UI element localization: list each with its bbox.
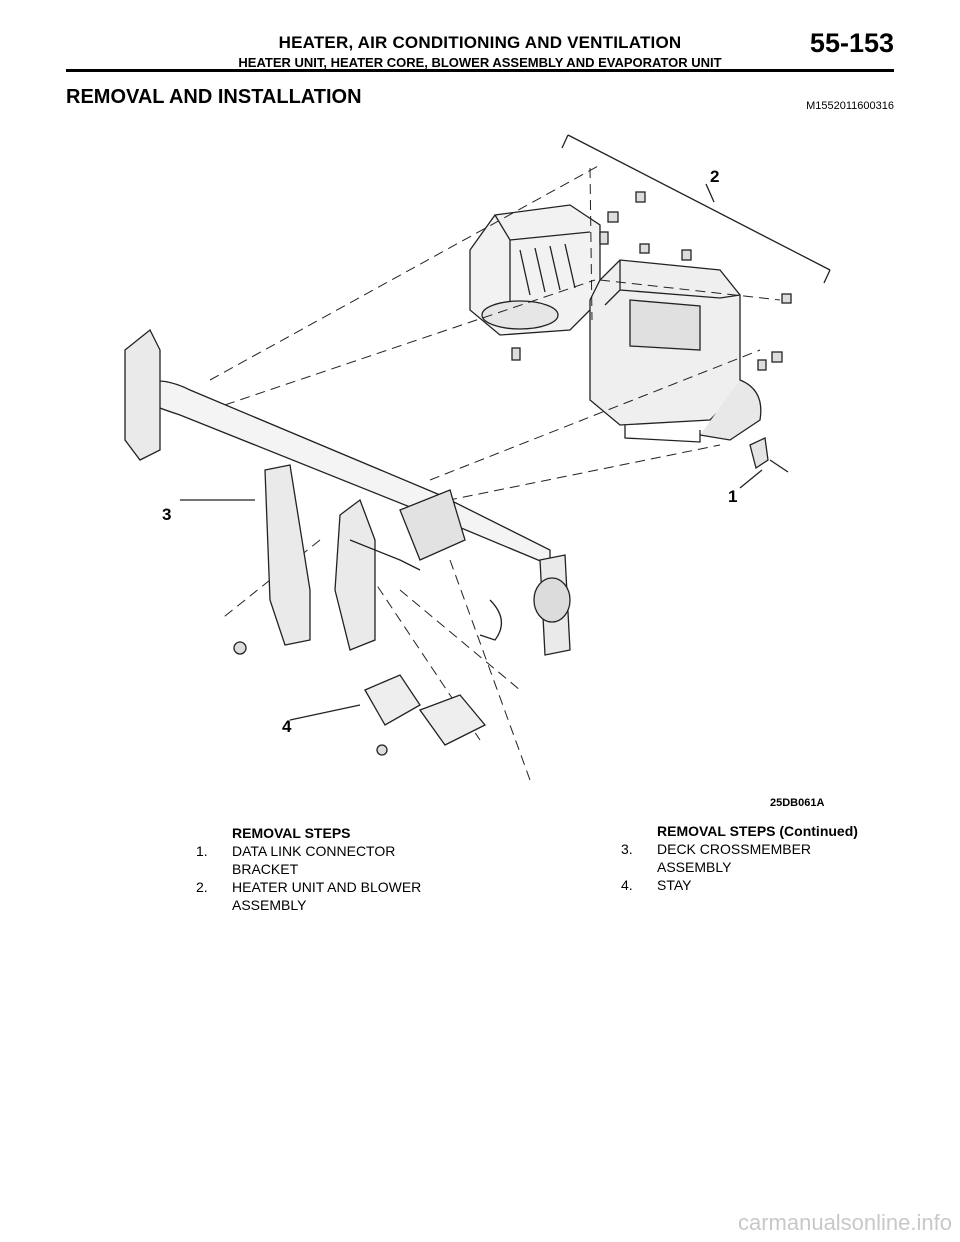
watermark: carmanualsonline.info <box>737 1210 952 1235</box>
heater-unit <box>589 259 762 443</box>
callout-2-bracket <box>567 134 831 271</box>
page-number: 55-153 <box>809 28 894 58</box>
callout-4-label: 4 <box>282 717 292 736</box>
removal-steps-continued: REMOVAL STEPS (Continued) 3. DECK CROSSM… <box>621 822 887 894</box>
exploded-view-diagram: 2 1 3 4 <box>124 134 831 781</box>
callout-1-leader <box>739 469 763 489</box>
step-text: STAY <box>657 877 692 893</box>
section-title: REMOVAL AND INSTALLATION <box>66 86 362 108</box>
step-number: 3. <box>621 841 633 857</box>
list-item: 1. DATA LINK CONNECTOR BRACKET <box>196 842 462 878</box>
step-number: 2. <box>196 879 208 895</box>
connectors-and-nuts <box>511 191 792 371</box>
list-item: 4. STAY <box>621 876 887 894</box>
data-link-connector-bracket <box>749 437 789 473</box>
removal-steps-continued-heading: REMOVAL STEPS (Continued) <box>657 823 858 839</box>
step-number: 4. <box>621 877 633 893</box>
callout-2-label: 2 <box>710 167 719 186</box>
callout-3-label: 3 <box>162 505 171 524</box>
chapter-title: HEATER, AIR CONDITIONING AND VENTILATION <box>278 33 682 52</box>
step-text: HEATER UNIT AND BLOWER ASSEMBLY <box>232 879 422 913</box>
step-number: 1. <box>196 843 208 859</box>
callout-1-label: 1 <box>728 487 737 506</box>
figure-code: 25DB061A <box>770 797 825 809</box>
callout-2-leader <box>705 183 715 203</box>
removal-steps: REMOVAL STEPS 1. DATA LINK CONNECTOR BRA… <box>196 824 462 914</box>
header-rule <box>66 69 894 72</box>
list-item: 3. DECK CROSSMEMBER ASSEMBLY <box>621 840 887 876</box>
step-text: DATA LINK CONNECTOR BRACKET <box>232 843 396 877</box>
list-item: 2. HEATER UNIT AND BLOWER ASSEMBLY <box>196 878 462 914</box>
section-subtitle: HEATER UNIT, HEATER CORE, BLOWER ASSEMBL… <box>238 55 722 70</box>
mounting-nut-icon <box>233 641 247 655</box>
stay-bolt-icon <box>376 744 388 756</box>
blower-assembly <box>469 204 601 336</box>
step-text: DECK CROSSMEMBER ASSEMBLY <box>657 841 812 875</box>
callout-4-leader <box>289 704 361 721</box>
document-id: M1552011600316 <box>806 100 894 112</box>
deck-crossmember-assembly <box>124 328 571 656</box>
removal-steps-heading: REMOVAL STEPS <box>232 825 351 841</box>
stay-brackets <box>364 674 487 746</box>
